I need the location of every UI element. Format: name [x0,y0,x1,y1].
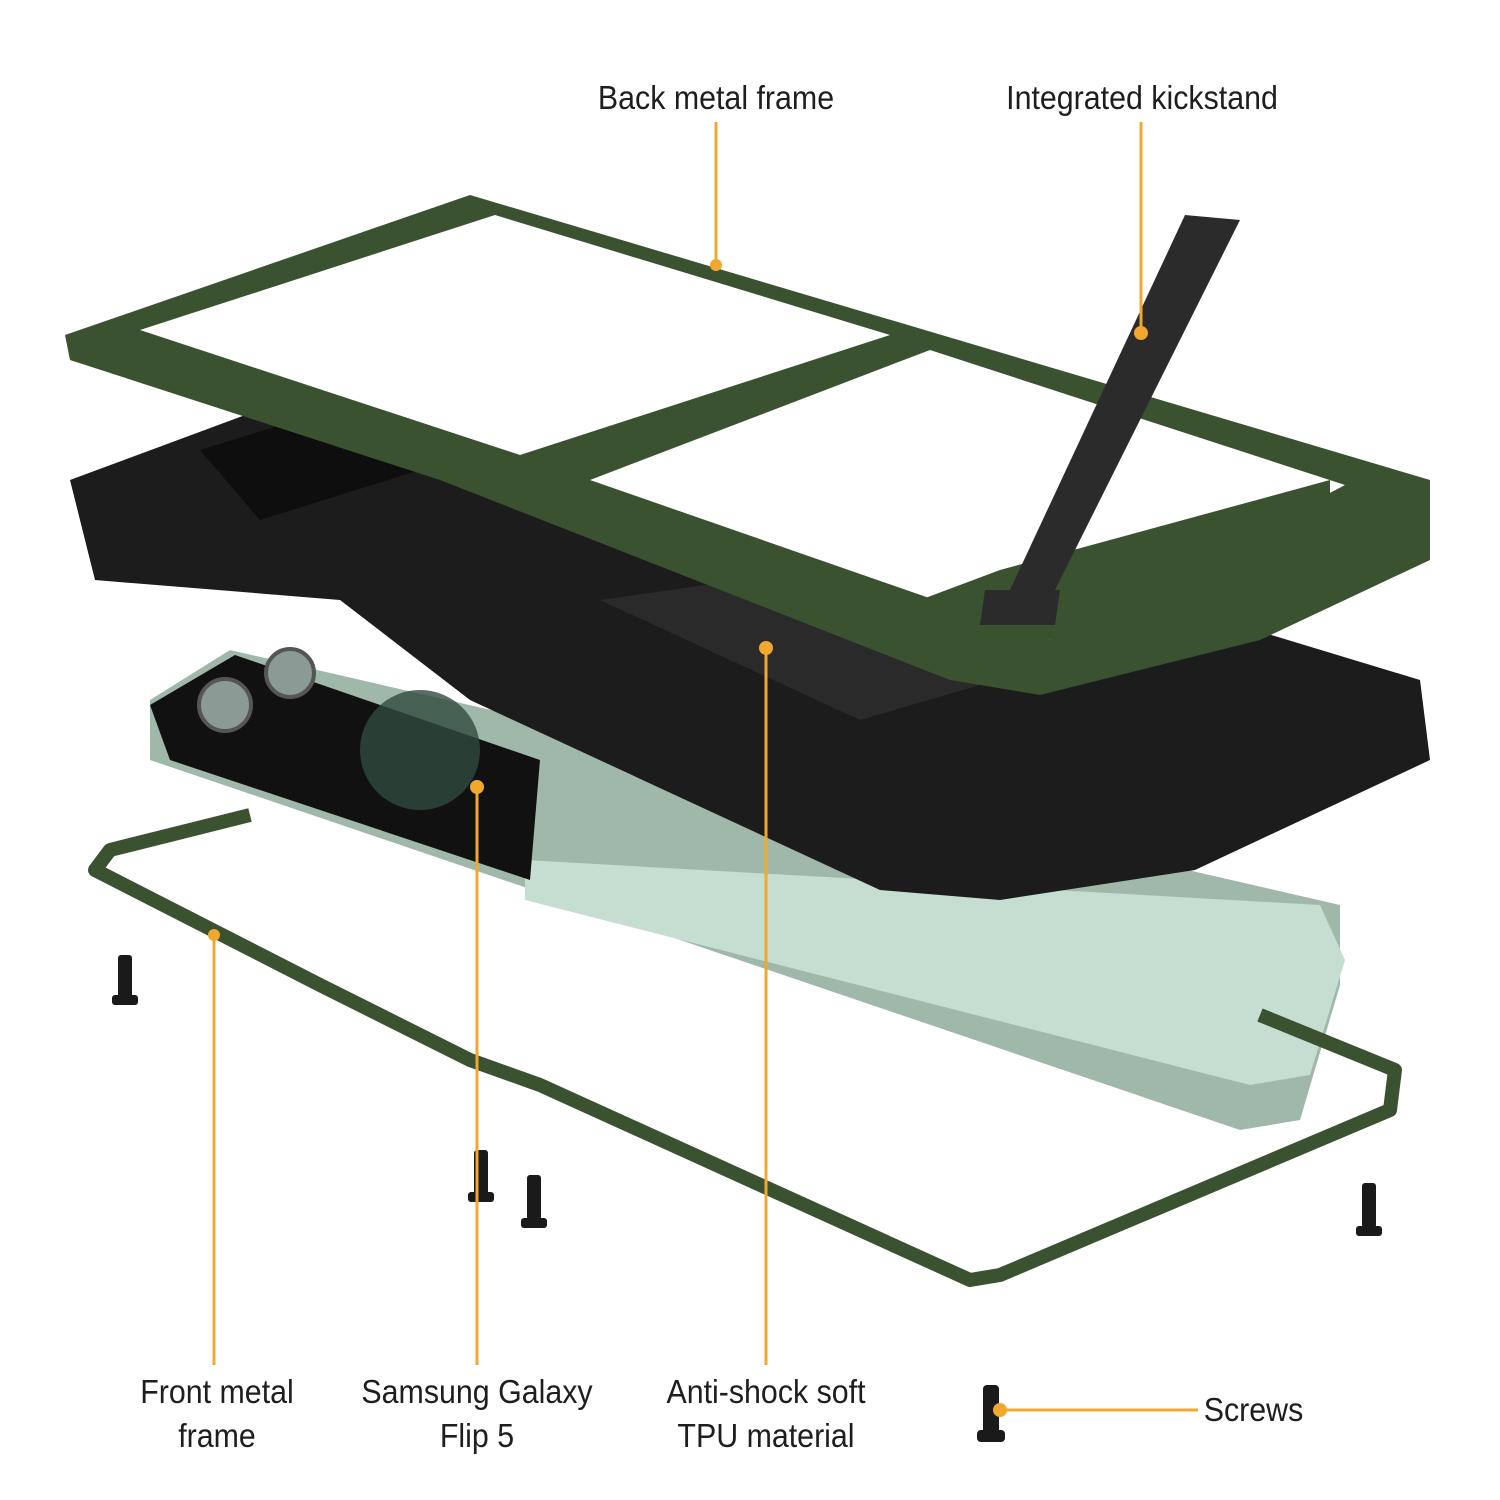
label-samsung-galaxy-flip5: Samsung Galaxy Flip 5 [348,1370,606,1458]
label-front-metal-frame: Front metal frame [107,1370,328,1458]
label-screws: Screws [1201,1388,1307,1432]
label-text: Back metal frame [597,79,835,116]
label-text: frame [178,1417,256,1454]
label-text: Anti-shock soft [666,1373,866,1410]
label-text: Front metal [140,1373,294,1410]
phone-illustration [150,647,1345,1130]
label-back-metal-frame: Back metal frame [578,76,854,120]
label-text: Flip 5 [439,1417,515,1454]
label-text: Integrated kickstand [1006,79,1278,116]
front-frame-illustration [88,808,1402,1287]
label-text: Samsung Galaxy [361,1373,593,1410]
label-integrated-kickstand: Integrated kickstand [995,76,1289,120]
label-text: TPU material [677,1417,855,1454]
back-frame-illustration [65,195,1430,695]
label-anti-shock-tpu: Anti-shock soft TPU material [637,1370,895,1458]
kickstand-illustration [980,215,1240,625]
leader-lines [208,122,1198,1417]
label-text: Screws [1203,1391,1304,1428]
